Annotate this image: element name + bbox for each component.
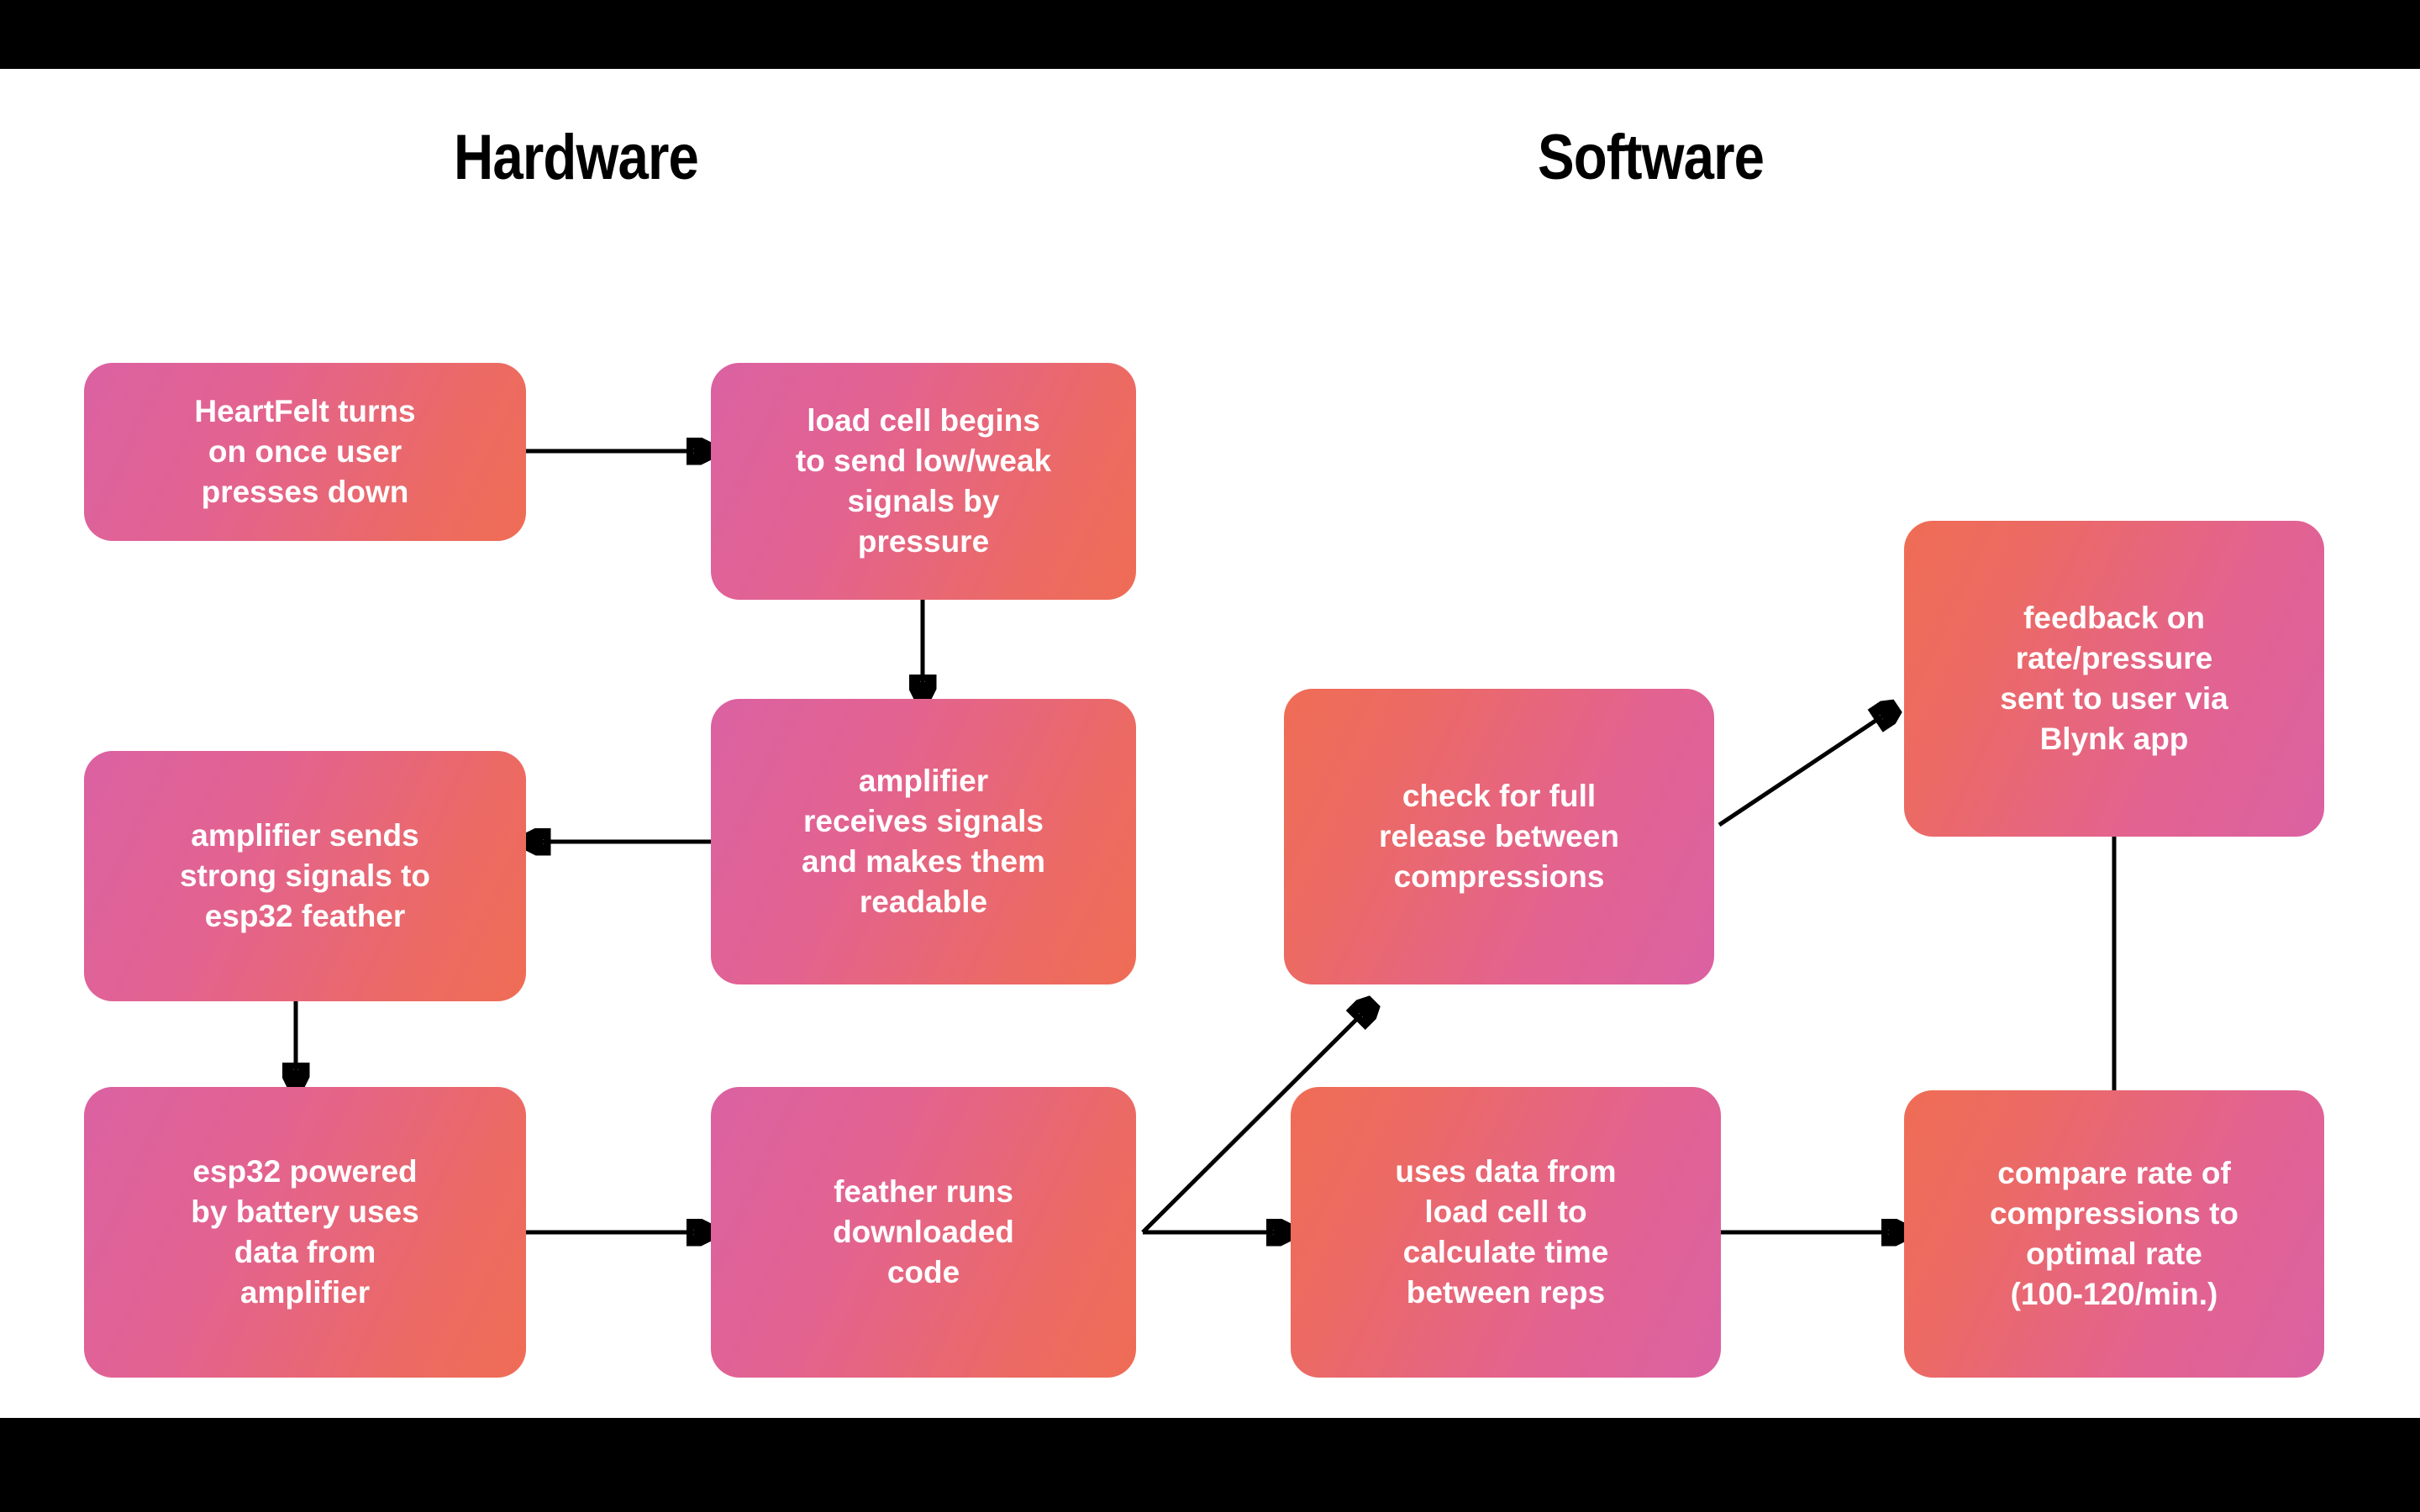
diagram-canvas: Hardware Software [0,69,2420,1418]
node-uses-data-from-load-cell[interactable]: uses data from load cell to calculate ti… [1291,1087,1721,1378]
column-heading-hardware: Hardware [454,122,699,193]
node-feather-runs-code[interactable]: feather runs downloaded code [711,1087,1136,1378]
node-label: feather runs downloaded code [833,1173,1014,1290]
column-heading-software: Software [1538,122,1765,193]
node-label: amplifier receives signals and makes the… [802,763,1045,920]
node-amplifier-sends-signals[interactable]: amplifier sends strong signals to esp32 … [84,751,526,1001]
node-label: HeartFelt turns on once user presses dow… [194,393,416,510]
node-compare-rate-optimal[interactable]: compare rate of compressions to optimal … [1904,1090,2324,1378]
node-feedback-via-blynk[interactable]: feedback on rate/pressure sent to user v… [1904,521,2324,837]
node-label: load cell begins to send low/weak signal… [795,402,1052,559]
node-label: check for full release between compressi… [1379,778,1619,895]
node-load-cell-signals[interactable]: load cell begins to send low/weak signal… [711,363,1136,600]
node-heartfelt-turns-on[interactable]: HeartFelt turns on once user presses dow… [84,363,526,541]
node-label: feedback on rate/pressure sent to user v… [2000,600,2228,757]
node-label: esp32 powered by battery uses data from … [191,1153,419,1310]
node-amplifier-receives-signals[interactable]: amplifier receives signals and makes the… [711,699,1136,984]
node-label: amplifier sends strong signals to esp32 … [179,817,431,934]
node-check-full-release[interactable]: check for full release between compressi… [1284,689,1714,984]
letterbox-top [0,0,2420,69]
letterbox-bottom [0,1418,2420,1512]
node-label: compare rate of compressions to optimal … [1989,1155,2239,1312]
connector-checkrelease-to-feedback [1718,707,1896,827]
node-label: uses data from load cell to calculate ti… [1395,1153,1617,1310]
node-esp32-powered-by-battery[interactable]: esp32 powered by battery uses data from … [84,1087,526,1378]
